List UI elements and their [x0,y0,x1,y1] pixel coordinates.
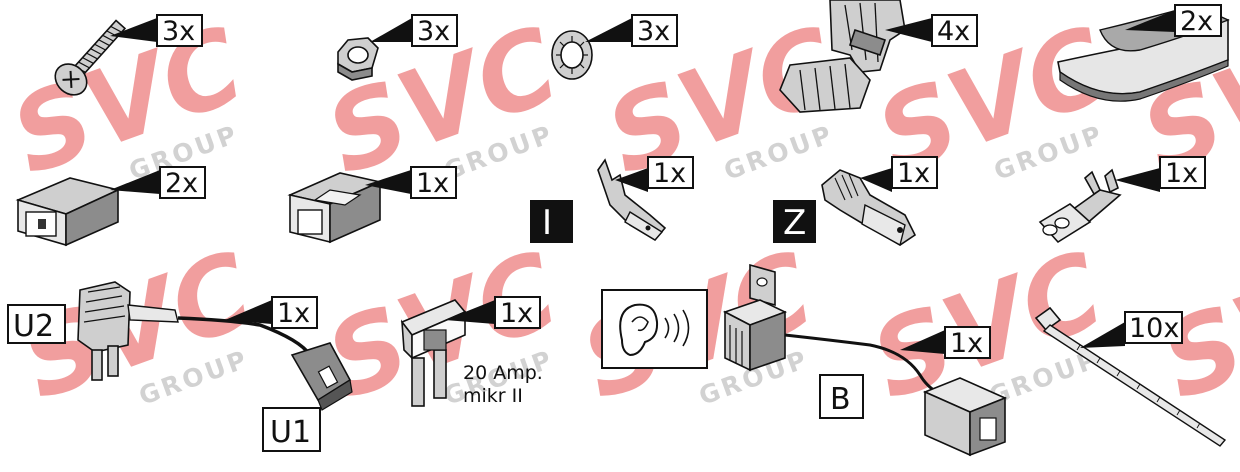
tag-box [262,407,321,452]
tag-label: B [830,382,851,417]
sound-symbol [601,289,708,369]
qty-label: 1x [897,158,930,189]
qty-label: 2x [165,168,198,199]
blade-fuse-icon [400,299,467,407]
qty-label: 1x [1165,158,1198,189]
crimp-terminal-icon [821,169,917,247]
terminal-i-part: I 1x [530,156,694,243]
qty-box [931,14,978,47]
qty-box [271,296,318,329]
qty-box [1174,4,1222,37]
qty-box [159,166,206,199]
pad-part: 2x [1057,4,1230,102]
qty-label: 1x [500,298,533,329]
crimp-terminal-icon [597,158,667,242]
qty-label: 3x [417,16,450,47]
pointer-arrow [615,168,648,192]
pointer-arrow [365,170,411,194]
pointer-arrow [585,18,632,42]
connector-housing-icon [15,177,121,247]
qty-box [156,14,203,47]
tag-box [530,200,573,243]
tag-label-plug: U2 [13,309,54,344]
qty-label: 10x [1129,313,1179,344]
fuse-tap-part: U2 1x U1 [7,281,353,452]
terminal-z-part: Z 1x [773,156,938,247]
qty-box [494,296,541,329]
insulated-terminal-icon [1038,168,1122,244]
qty-label: 1x [277,298,310,329]
screw-icon [54,19,127,96]
tag-box [819,374,864,419]
tag-label: Z [783,203,806,243]
tag-box [7,304,66,344]
pointer-arrow [900,330,945,354]
washer-icon [551,30,593,80]
fuse-tap-icon [77,281,353,411]
pointer-arrow [110,18,157,42]
qty-box [944,326,991,359]
sound-wave-icon [664,317,670,339]
pointer-arrow [885,18,932,42]
screw-part: 3x [54,14,203,96]
tag-label: I [542,203,552,243]
qty-label: 1x [653,158,686,189]
qty-label: 3x [162,16,195,47]
pointer-arrow [370,18,412,42]
housing-small-part: 1x [287,166,457,244]
terminal-insulated-part: 1x [1038,156,1206,244]
cable-tie-part: 10x [1034,306,1227,447]
connector-housing-icon [287,172,383,244]
qty-label: 1x [416,168,449,199]
pointer-arrow [225,300,272,324]
qty-label: 1x [950,328,983,359]
fuse-part: 1x 20 Amp. mikr II [400,296,543,407]
fuse-rating: 20 Amp. [463,362,543,384]
fuse-type: mikr II [463,385,523,407]
qty-box [891,156,938,189]
holder-clip-icon [779,0,906,113]
pointer-arrow [860,168,892,192]
qty-box [631,14,678,47]
pointer-arrow [1080,322,1125,348]
qty-label: 2x [1180,6,1213,37]
buzzer-part: 1x B [601,263,1008,457]
qty-box [1159,156,1206,189]
washer-part: 3x [551,14,678,80]
qty-label: 4x [937,16,970,47]
pointer-arrow [1115,168,1160,192]
pointer-arrow [1125,10,1175,32]
pointer-arrow [110,170,160,194]
nut-part: 3x [337,14,458,81]
qty-box [1124,311,1183,344]
qty-box [411,14,458,47]
qty-box [647,156,694,189]
tag-label-socket: U1 [270,415,311,450]
nut-icon [337,37,379,81]
cable-tie-icon [1034,306,1227,447]
tag-box [773,200,816,243]
qty-label: 3x [637,16,670,47]
pointer-arrow [445,300,495,324]
holder-part: 4x [779,0,978,113]
buzzer-icon [722,263,1008,457]
qty-box [410,166,457,199]
housing-large-part: 2x [15,166,206,247]
